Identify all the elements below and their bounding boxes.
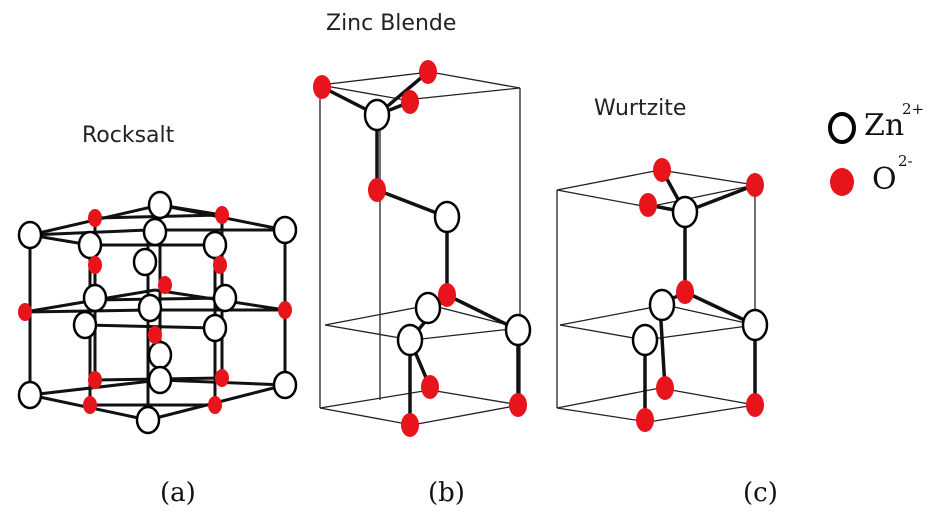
zn-legend-icon bbox=[828, 112, 856, 144]
o-legend-symbol: O bbox=[872, 162, 897, 197]
zn-legend-symbol: Zn bbox=[864, 108, 905, 143]
caption-b: (b) bbox=[428, 478, 465, 508]
wurtzite-atoms bbox=[631, 158, 769, 432]
zinc-blende-atoms bbox=[313, 60, 532, 437]
wurtzite-structure bbox=[556, 169, 756, 423]
rocksalt-atoms bbox=[17, 190, 298, 435]
o-legend-charge: 2- bbox=[898, 152, 913, 170]
zinc-blende-structure bbox=[319, 71, 521, 426]
zinc-blende-title: Zinc Blende bbox=[326, 11, 457, 36]
caption-c: (c) bbox=[743, 478, 778, 508]
wurtzite-title: Wurtzite bbox=[594, 96, 687, 121]
o-legend-icon bbox=[830, 168, 854, 196]
rocksalt-title: Rocksalt bbox=[82, 123, 175, 148]
zinc-blende-bonds bbox=[321, 70, 520, 425]
zn-legend-charge: 2+ bbox=[902, 100, 925, 118]
caption-a: (a) bbox=[160, 478, 196, 508]
